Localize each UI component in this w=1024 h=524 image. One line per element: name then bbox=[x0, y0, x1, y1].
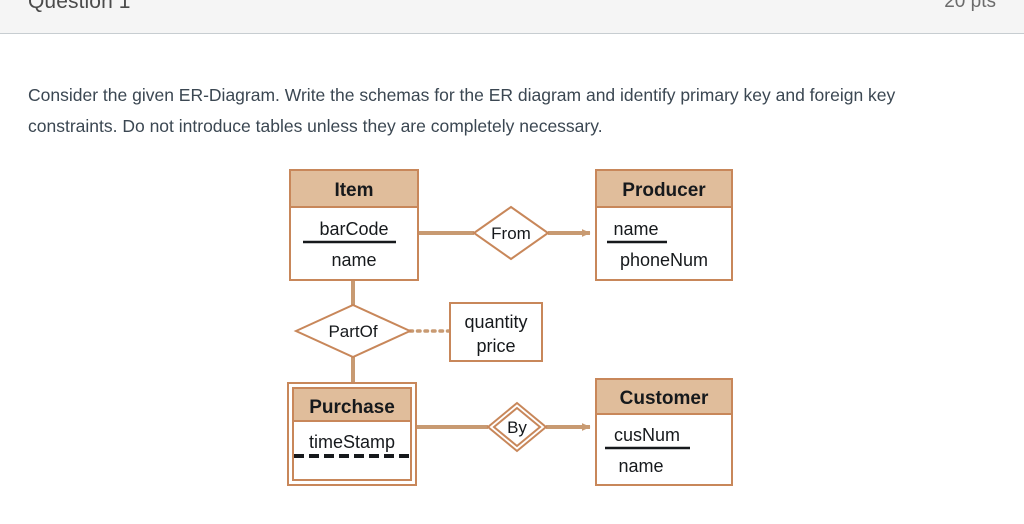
entity-item[interactable]: Item barCode name bbox=[289, 169, 419, 281]
entity-item-attribute-name: name bbox=[331, 250, 376, 270]
question-points: 20 pts bbox=[944, 0, 996, 12]
relationship-partof-diamond bbox=[293, 303, 413, 359]
entity-producer-attribute-phonenum: phoneNum bbox=[620, 250, 708, 270]
page-title: Question 1 bbox=[28, 0, 131, 13]
question-header-bar: Question 1 20 pts bbox=[0, 0, 1024, 34]
relationship-from-label: From bbox=[491, 224, 531, 243]
relationship-partof-label: PartOf bbox=[328, 322, 377, 341]
entity-purchase-header-fill bbox=[294, 389, 410, 421]
entity-producer-header-fill bbox=[597, 171, 731, 207]
entity-customer-attribute-cusnum: cusNum bbox=[614, 425, 680, 445]
relationship-attribute-quantity: quantity bbox=[464, 312, 527, 332]
relationship-from-diamond bbox=[472, 205, 550, 261]
relationship-attribute-box-partof[interactable]: quantity price bbox=[449, 302, 543, 362]
relationship-by-inner-diamond bbox=[492, 406, 542, 448]
entity-customer-attribute-name: name bbox=[618, 456, 663, 476]
entity-customer-header-fill bbox=[597, 380, 731, 414]
entity-producer-title: Producer bbox=[622, 180, 706, 201]
entity-purchase[interactable]: Purchase timeStamp bbox=[287, 382, 417, 486]
relationship-attribute-price: price bbox=[476, 336, 515, 356]
entity-customer[interactable]: Customer cusNum name bbox=[595, 378, 733, 486]
question-prompt: Consider the given ER-Diagram. Write the… bbox=[28, 85, 896, 136]
entity-item-attribute-barcode: barCode bbox=[319, 219, 388, 239]
relationship-by-label: By bbox=[507, 418, 527, 437]
entity-customer-title: Customer bbox=[620, 388, 709, 409]
er-diagram-canvas: Item barCode name Producer name phoneNum… bbox=[287, 169, 733, 486]
entity-item-header-fill bbox=[291, 171, 417, 207]
entity-item-title: Item bbox=[334, 180, 373, 201]
connector-group bbox=[351, 229, 591, 431]
entity-producer-attribute-name: name bbox=[613, 219, 658, 239]
relationship-from[interactable]: From bbox=[472, 205, 550, 261]
entity-purchase-title: Purchase bbox=[309, 397, 395, 418]
entity-purchase-attribute-timestamp: timeStamp bbox=[309, 432, 395, 452]
entity-producer[interactable]: Producer name phoneNum bbox=[595, 169, 733, 281]
relationship-partof[interactable]: PartOf bbox=[293, 303, 413, 359]
relationship-by[interactable]: By bbox=[486, 401, 548, 453]
er-diagram: Item barCode name Producer name phoneNum… bbox=[0, 155, 1024, 495]
